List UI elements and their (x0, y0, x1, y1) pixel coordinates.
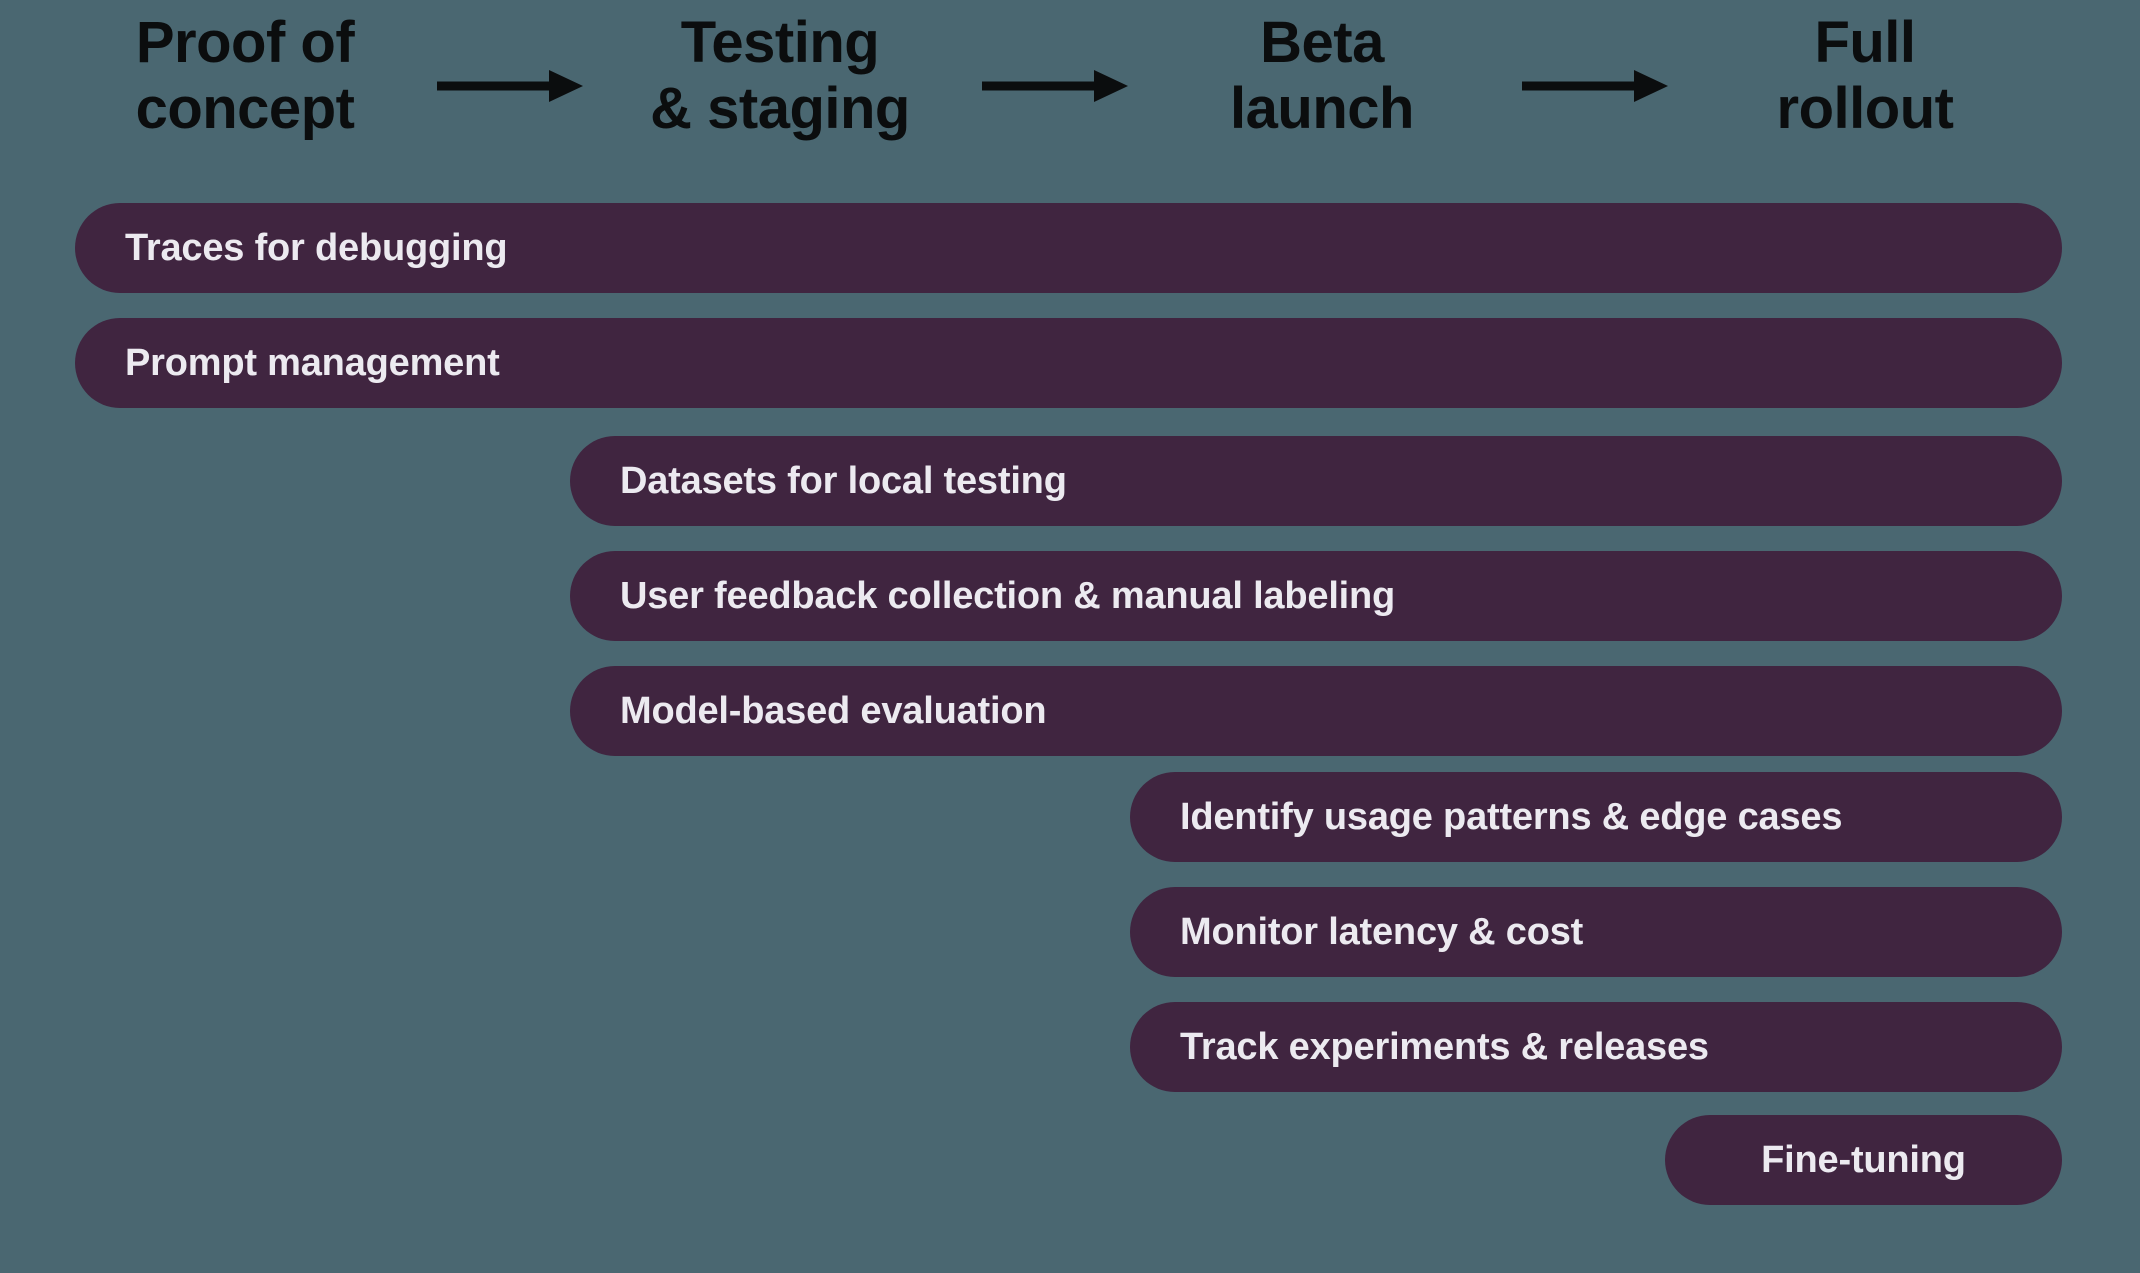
capability-bar-label: User feedback collection & manual labeli… (620, 574, 1396, 617)
capability-bar-label: Datasets for local testing (620, 459, 1067, 502)
capability-bar-label: Model-based evaluation (620, 689, 1047, 732)
arrow-right-icon (437, 66, 587, 106)
capability-bar-label: Fine-tuning (1761, 1138, 1966, 1181)
stage-label-full-rollout: Full rollout (1776, 10, 1954, 141)
capability-bar-label: Traces for debugging (125, 226, 508, 269)
capability-bar[interactable]: Monitor latency & cost (1130, 887, 2062, 977)
capability-bar-label: Prompt management (125, 341, 500, 384)
arrow-right-icon (1522, 66, 1672, 106)
capability-bar[interactable]: Fine-tuning (1665, 1115, 2062, 1205)
stage-label-beta-launch: Beta launch (1230, 10, 1414, 141)
capability-bar[interactable]: Track experiments & releases (1130, 1002, 2062, 1092)
capability-bar[interactable]: Datasets for local testing (570, 436, 2062, 526)
stage-header-row: Proof of concept Testing & staging Beta … (0, 0, 2140, 150)
capability-bar[interactable]: Model-based evaluation (570, 666, 2062, 756)
capability-bar[interactable]: Traces for debugging (75, 203, 2062, 293)
capability-bar-label: Identify usage patterns & edge cases (1180, 795, 1843, 838)
stage-label-proof-of-concept: Proof of concept (135, 10, 355, 141)
capability-bar[interactable]: Identify usage patterns & edge cases (1130, 772, 2062, 862)
capability-bar[interactable]: Prompt management (75, 318, 2062, 408)
capability-bar[interactable]: User feedback collection & manual labeli… (570, 551, 2062, 641)
arrow-right-icon (982, 66, 1132, 106)
stage-label-testing-and-staging: Testing & staging (650, 10, 910, 141)
capability-bar-label: Monitor latency & cost (1180, 910, 1584, 953)
capability-bar-label: Track experiments & releases (1180, 1025, 1709, 1068)
